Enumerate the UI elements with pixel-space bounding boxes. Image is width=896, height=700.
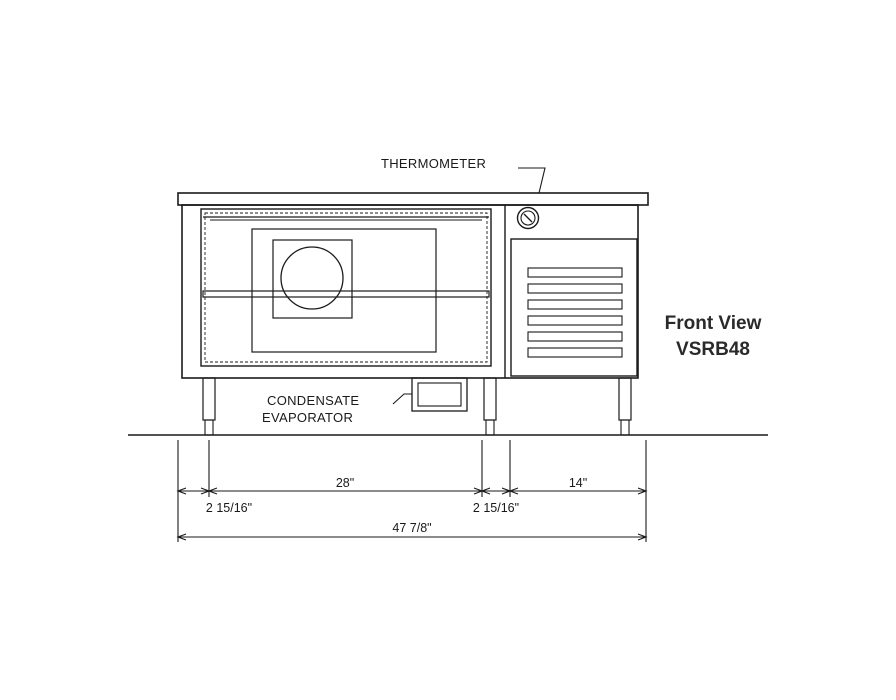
condensate-evaporator — [411, 377, 468, 412]
model-number: VSRB48 — [676, 339, 750, 360]
drawer-rail — [202, 290, 490, 298]
drawer-frame — [200, 208, 492, 367]
view-title: Front View — [665, 313, 762, 334]
cabinet-body — [181, 204, 639, 379]
thermometer-label: THERMOMETER — [381, 156, 486, 171]
condensate-leader — [392, 393, 412, 405]
dimension-lines — [176, 487, 648, 541]
fan-plate — [272, 239, 353, 319]
dim-overall-width: 47 7/8" — [392, 521, 431, 535]
condensate-label-line2: EVAPORATOR — [262, 410, 353, 425]
countertop — [177, 192, 649, 206]
dim-middle-offset: 2 15/16" — [473, 501, 519, 515]
louver-panel — [510, 238, 638, 377]
fan-circle — [280, 246, 344, 310]
dim-left-offset: 2 15/16" — [206, 501, 252, 515]
dim-drawer-width: 28" — [336, 476, 354, 490]
drawer-panel — [251, 228, 437, 353]
dim-side-width: 14" — [569, 476, 587, 490]
thermometer-leader — [518, 167, 546, 194]
drawer-assembly — [200, 208, 492, 367]
condensate-label-line1: CONDENSATE — [267, 393, 359, 408]
thermometer-gauge — [516, 206, 540, 230]
